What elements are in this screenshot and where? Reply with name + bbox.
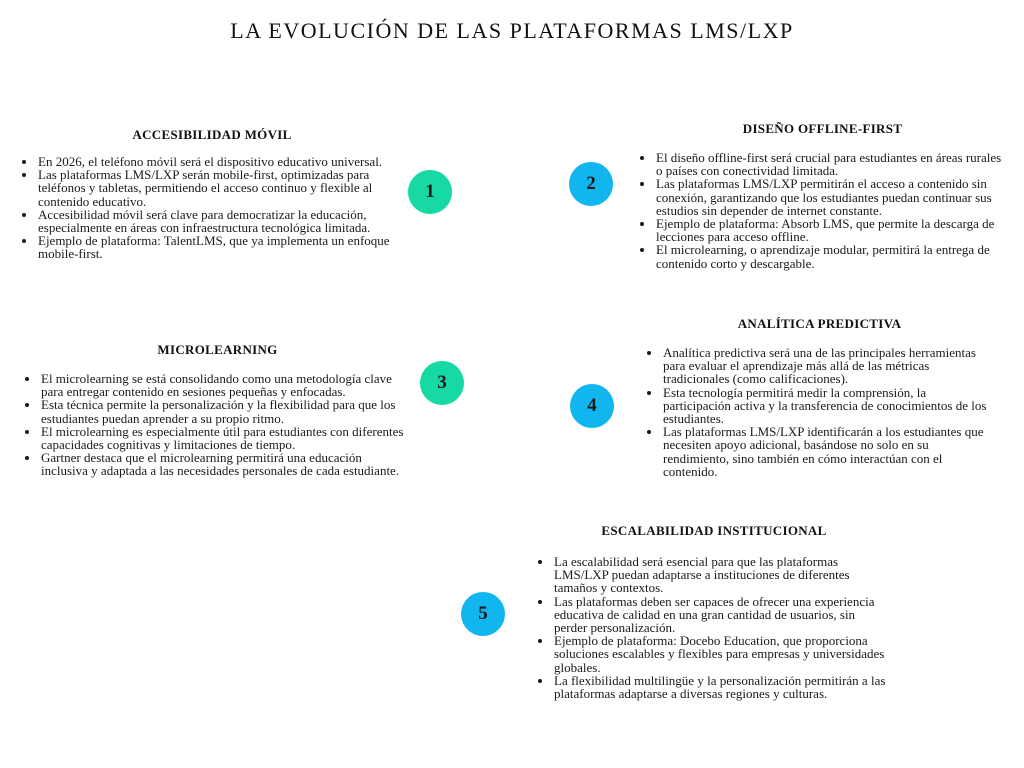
number-badge-4: 4 — [570, 384, 614, 428]
list-item: El microlearning es especialmente útil p… — [40, 425, 410, 452]
section-microlearning: MICROLEARNING El microlearning se está c… — [25, 342, 410, 478]
list-item: Las plataformas LMS/LXP permitirán el ac… — [655, 177, 1005, 217]
list-item: En 2026, el teléfono móvil será el dispo… — [37, 155, 402, 168]
list-item: Las plataformas LMS/LXP serán mobile-fir… — [37, 168, 402, 208]
section-escalabilidad-institucional: ESCALABILIDAD INSTITUCIONAL La escalabil… — [538, 523, 890, 700]
list-item: Gartner destaca que el microlearning per… — [40, 451, 410, 478]
list-item: Esta tecnología permitirá medir la compr… — [662, 386, 992, 426]
section-diseno-offline-first: DISEÑO OFFLINE-FIRST El diseño offline-f… — [640, 121, 1005, 270]
bullet-list: El microlearning se está consolidando co… — [25, 372, 410, 478]
number-badge-2: 2 — [569, 162, 613, 206]
list-item: Las plataformas deben ser capaces de ofr… — [553, 595, 890, 635]
section-heading: MICROLEARNING — [157, 342, 278, 357]
page-title: LA EVOLUCIÓN DE LAS PLATAFORMAS LMS/LXP — [230, 18, 794, 43]
list-item: La flexibilidad multilingüe y la persona… — [553, 674, 890, 701]
section-analitica-predictiva: ANALÍTICA PREDICTIVA Analítica predictiv… — [647, 316, 992, 478]
section-heading: DISEÑO OFFLINE-FIRST — [742, 121, 903, 136]
bullet-list: Analítica predictiva será una de las pri… — [647, 346, 992, 478]
number-badge-1: 1 — [408, 170, 452, 214]
section-accesibilidad-movil: ACCESIBILIDAD MÓVIL En 2026, el teléfono… — [22, 127, 402, 261]
list-item: El microlearning, o aprendizaje modular,… — [655, 243, 1005, 270]
list-item: Ejemplo de plataforma: TalentLMS, que ya… — [37, 234, 402, 261]
bullet-list: La escalabilidad será esencial para que … — [538, 555, 890, 700]
list-item: El microlearning se está consolidando co… — [40, 372, 410, 399]
section-heading: ANALÍTICA PREDICTIVA — [737, 316, 902, 331]
list-item: Accesibilidad móvil será clave para demo… — [37, 208, 402, 235]
bullet-list: El diseño offline-first será crucial par… — [640, 151, 1005, 270]
list-item: Ejemplo de plataforma: Docebo Education,… — [553, 634, 890, 674]
number-badge-5: 5 — [461, 592, 505, 636]
list-item: Analítica predictiva será una de las pri… — [662, 346, 992, 386]
number-badge-3: 3 — [420, 361, 464, 405]
list-item: Esta técnica permite la personalización … — [40, 398, 410, 425]
list-item: Las plataformas LMS/LXP identificarán a … — [662, 425, 992, 478]
bullet-list: En 2026, el teléfono móvil será el dispo… — [22, 155, 402, 261]
section-heading: ACCESIBILIDAD MÓVIL — [132, 127, 292, 142]
section-heading: ESCALABILIDAD INSTITUCIONAL — [601, 523, 827, 538]
list-item: La escalabilidad será esencial para que … — [553, 555, 890, 595]
list-item: El diseño offline-first será crucial par… — [655, 151, 1005, 178]
list-item: Ejemplo de plataforma: Absorb LMS, que p… — [655, 217, 1005, 244]
